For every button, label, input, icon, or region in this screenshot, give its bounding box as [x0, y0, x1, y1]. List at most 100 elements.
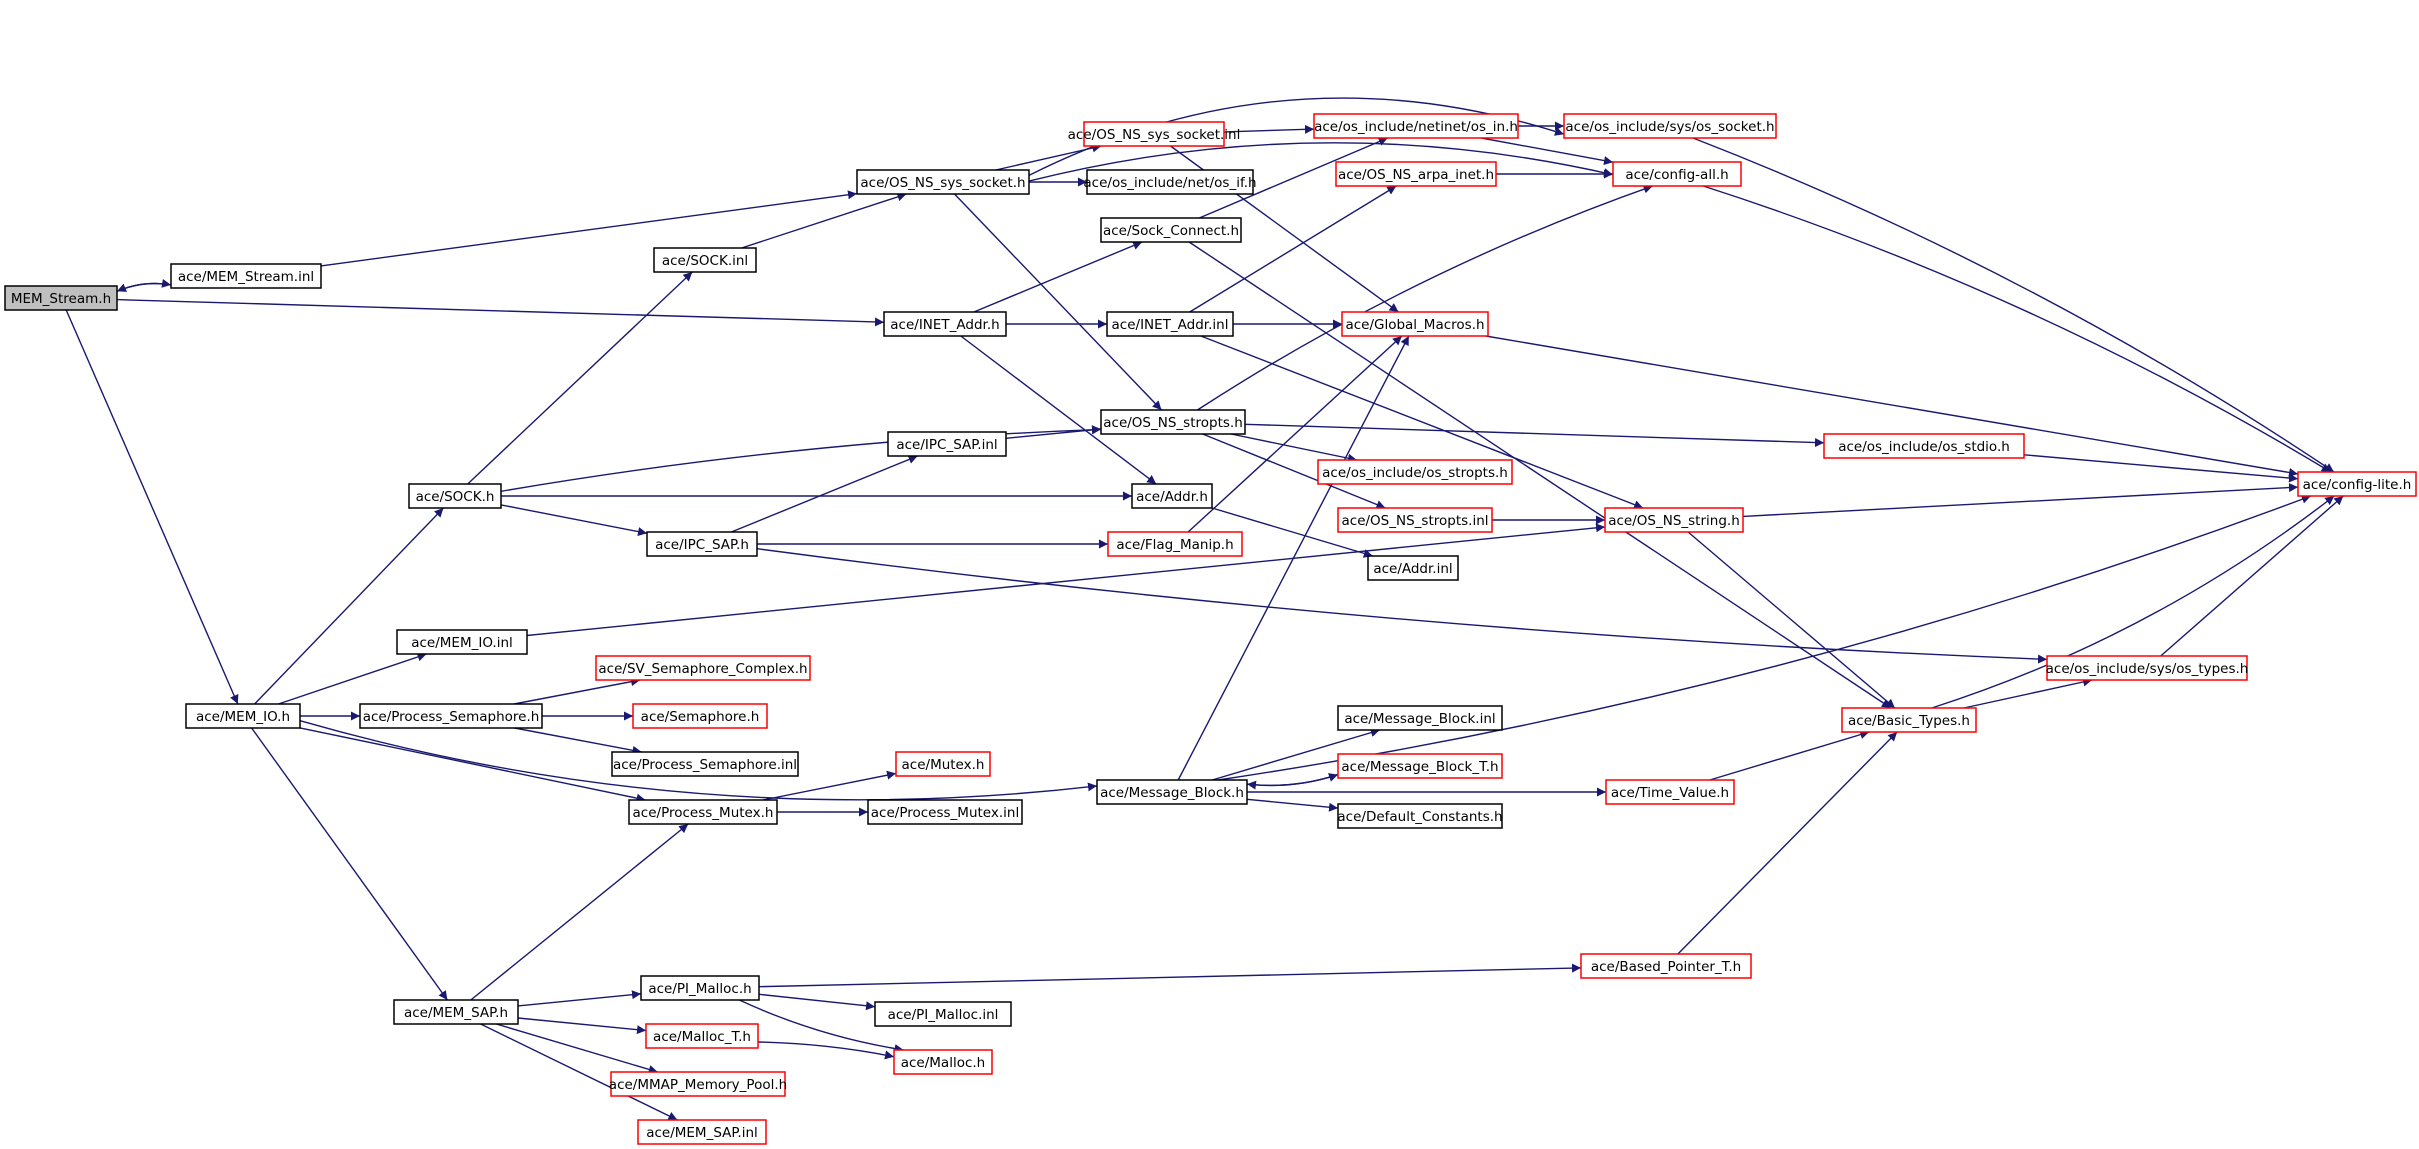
node-n31[interactable]: ace/Semaphore.h: [632, 703, 768, 729]
node-box: [1823, 433, 2025, 459]
node-label: ace/Malloc_T.h: [653, 1029, 751, 1045]
node-box: [1335, 161, 1497, 187]
node-box: [1337, 753, 1503, 779]
edge-n13-n18: [1485, 335, 2299, 477]
node-n12[interactable]: ace/INET_Addr.inl: [1106, 311, 1234, 337]
node-box: [595, 655, 811, 681]
node-n39[interactable]: ace/Process_Mutex.h: [628, 799, 778, 825]
node-label: ace/MEM_SAP.inl: [646, 1125, 758, 1141]
node-n37[interactable]: ace/Message_Block.h: [1096, 779, 1248, 805]
edge-n43-n42: [758, 963, 1582, 988]
edge-n29-n44: [251, 727, 448, 1001]
edge-n1-n0: [116, 282, 172, 292]
edge-n37-n32: [1211, 728, 1381, 781]
node-n49[interactable]: ace/MEM_SAP.inl: [637, 1119, 767, 1145]
node-n34[interactable]: ace/Process_Semaphore.inl: [611, 751, 799, 777]
node-n40[interactable]: ace/Process_Mutex.inl: [867, 799, 1023, 825]
node-n47[interactable]: ace/Malloc.h: [893, 1049, 993, 1075]
node-n15[interactable]: ace/IPC_SAP.inl: [887, 431, 1007, 457]
node-box: [632, 703, 768, 729]
node-n4[interactable]: ace/os_include/netinet/os_in.h: [1313, 113, 1519, 139]
node-n42[interactable]: ace/Based_Pointer_T.h: [1580, 953, 1752, 979]
edge-n44-n48: [496, 1023, 658, 1074]
node-box: [1337, 507, 1493, 533]
node-box: [396, 629, 528, 655]
node-n27[interactable]: ace/SV_Semaphore_Complex.h: [595, 655, 811, 681]
node-label: ace/OS_NS_stropts.inl: [1342, 513, 1489, 529]
node-n3[interactable]: ace/OS_NS_sys_socket.inl: [1068, 121, 1241, 147]
node-n23[interactable]: ace/OS_NS_stropts.inl: [1337, 507, 1493, 533]
node-box: [1100, 409, 1246, 435]
node-n32[interactable]: ace/Message_Block.inl: [1337, 705, 1503, 731]
node-box: [1341, 311, 1489, 337]
node-n44[interactable]: ace/MEM_SAP.h: [393, 999, 519, 1025]
node-n28[interactable]: ace/os_include/sys/os_types.h: [2046, 655, 2249, 681]
node-n45[interactable]: ace/PI_Malloc.inl: [874, 1001, 1012, 1027]
node-n10[interactable]: ace/SOCK.inl: [653, 247, 757, 273]
node-label: ace/OS_NS_sys_socket.h: [860, 175, 1025, 191]
node-n11[interactable]: ace/INET_Addr.h: [883, 311, 1007, 337]
edge-n2-n8: [1028, 142, 1614, 182]
node-n41[interactable]: ace/Default_Constants.h: [1337, 803, 1503, 829]
node-n46[interactable]: ace/Malloc_T.h: [645, 1023, 759, 1049]
node-n29[interactable]: ace/MEM_IO.h: [185, 703, 301, 729]
node-box: [1106, 311, 1234, 337]
edge-n5-n18: [1692, 137, 2335, 473]
node-n43[interactable]: ace/PI_Malloc.h: [640, 975, 760, 1001]
node-box: [170, 263, 322, 289]
node-label: ace/os_include/net/os_if.h: [1083, 175, 1256, 191]
node-box: [645, 1023, 759, 1049]
node-n16[interactable]: ace/os_include/os_stropts.h: [1317, 459, 1513, 485]
node-n5[interactable]: ace/os_include/sys/os_socket.h: [1563, 113, 1777, 139]
node-n18[interactable]: ace/config-lite.h: [2297, 471, 2417, 497]
node-n19[interactable]: ace/SOCK.h: [408, 483, 502, 509]
node-n38[interactable]: ace/Time_Value.h: [1605, 779, 1735, 805]
node-n26[interactable]: ace/MEM_IO.inl: [396, 629, 528, 655]
node-box: [887, 431, 1007, 457]
node-n8[interactable]: ace/config-all.h: [1612, 161, 1742, 187]
edge-n19-n14: [500, 425, 1102, 492]
node-n17[interactable]: ace/os_include/os_stdio.h: [1823, 433, 2025, 459]
node-n24[interactable]: ace/OS_NS_string.h: [1604, 507, 1744, 533]
node-box: [2046, 655, 2248, 681]
node-label: ace/INET_Addr.inl: [1112, 317, 1229, 333]
node-box: [893, 1049, 993, 1075]
node-box: [653, 247, 757, 273]
edge-n30-n34: [514, 727, 642, 755]
node-n22[interactable]: ace/Flag_Manip.h: [1107, 531, 1243, 557]
node-n1[interactable]: ace/MEM_Stream.inl: [170, 263, 322, 289]
node-n13[interactable]: ace/Global_Macros.h: [1341, 311, 1489, 337]
node-n14[interactable]: ace/OS_NS_stropts.h: [1100, 409, 1246, 435]
node-n7[interactable]: ace/OS_NS_arpa_inet.h: [1335, 161, 1497, 187]
edge-n14-n23: [1202, 433, 1386, 509]
edge-n29-n19: [254, 507, 444, 705]
node-n33[interactable]: ace/Basic_Types.h: [1841, 707, 1977, 733]
node-box: [1107, 531, 1243, 557]
node-box: [1580, 953, 1752, 979]
node-n20[interactable]: ace/Addr.h: [1131, 483, 1213, 509]
node-n25[interactable]: ace/Addr.inl: [1367, 555, 1459, 581]
node-n30[interactable]: ace/Process_Semaphore.h: [359, 703, 543, 729]
node-box: [1337, 705, 1503, 731]
node-n48[interactable]: ace/MMAP_Memory_Pool.h: [609, 1071, 787, 1097]
node-n9[interactable]: ace/Sock_Connect.h: [1100, 217, 1242, 243]
edge-n30-n27: [513, 677, 641, 705]
node-n36[interactable]: ace/Message_Block_T.h: [1337, 753, 1503, 779]
node-n21[interactable]: ace/IPC_SAP.h: [646, 531, 758, 557]
edge-n43-n45: [758, 993, 876, 1011]
node-n6[interactable]: ace/os_include/net/os_if.h: [1083, 169, 1257, 195]
node-label: ace/SV_Semaphore_Complex.h: [598, 661, 807, 677]
node-n35[interactable]: ace/Mutex.h: [895, 751, 991, 777]
node-n0[interactable]: MEM_Stream.h: [4, 285, 118, 311]
node-label: ace/MEM_Stream.inl: [178, 269, 314, 285]
node-label: ace/MMAP_Memory_Pool.h: [609, 1077, 787, 1093]
node-n2[interactable]: ace/OS_NS_sys_socket.h: [856, 169, 1030, 195]
edge-n33-n18: [1931, 495, 2335, 709]
node-label: ace/Default_Constants.h: [1337, 809, 1502, 825]
edge-n39-n35: [762, 770, 897, 801]
edge-n38-n33: [1709, 730, 1870, 781]
node-box: [895, 751, 991, 777]
node-box: [1612, 161, 1742, 187]
node-box: [637, 1119, 767, 1145]
node-box: [1317, 459, 1513, 485]
